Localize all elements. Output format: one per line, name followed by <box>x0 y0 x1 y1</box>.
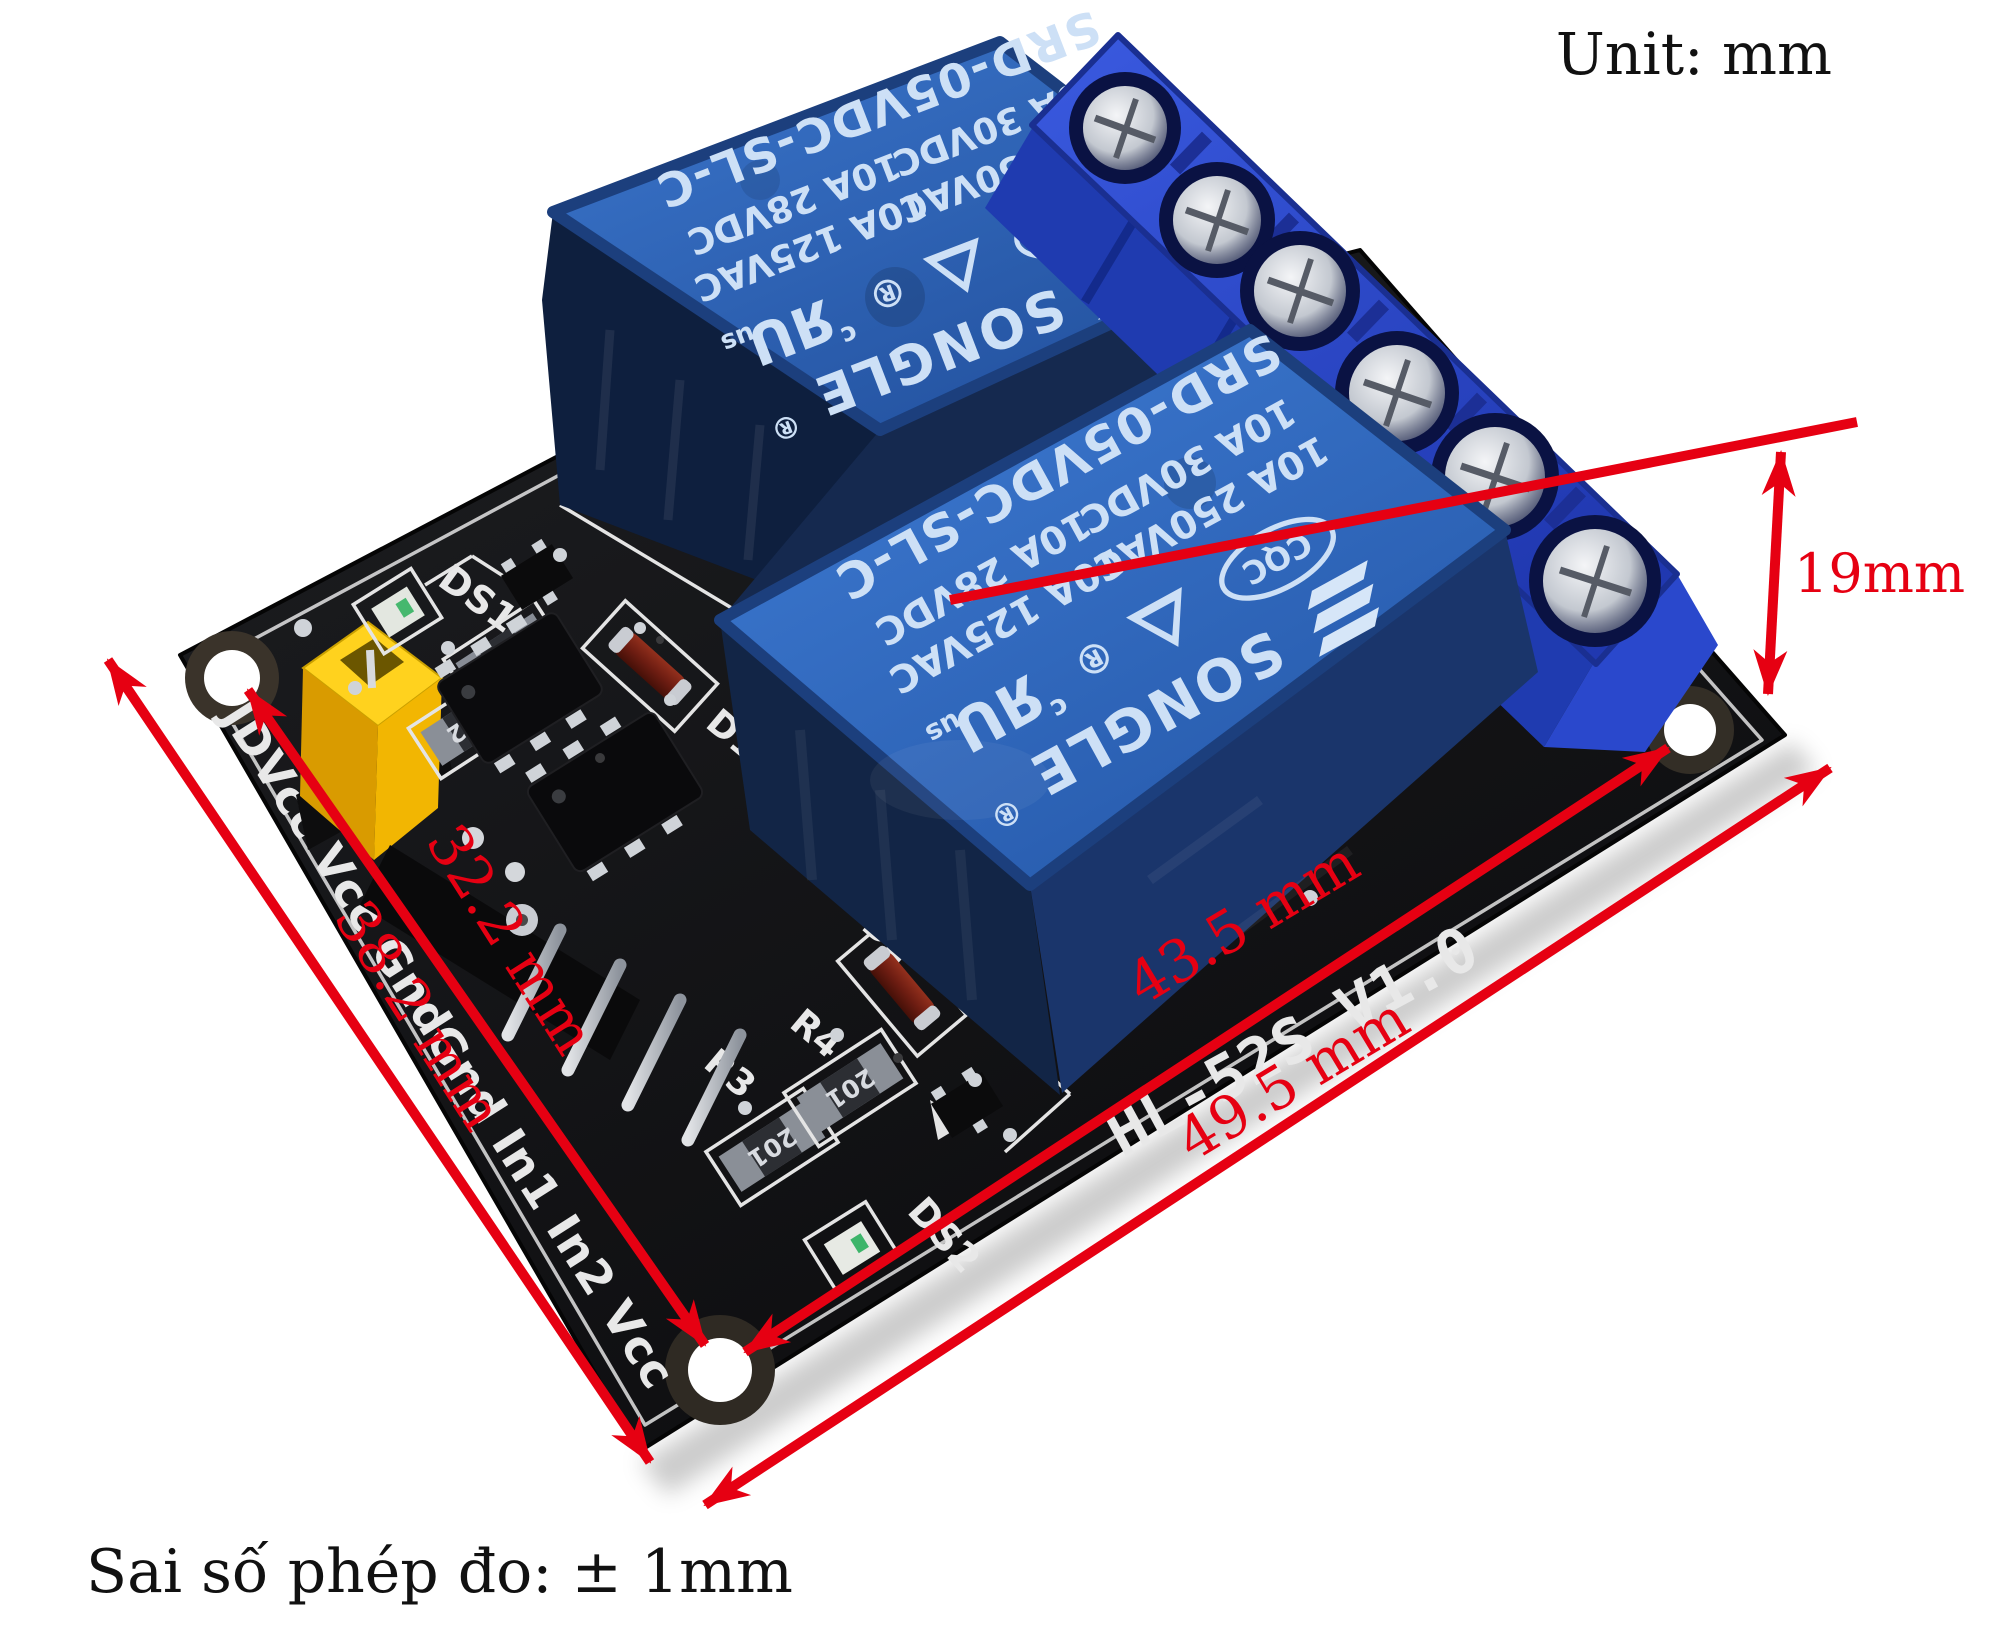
relay1-left-face <box>542 212 880 585</box>
board-width-arrow <box>103 657 655 1465</box>
tolerance-note: Sai số phép đo: ± 1mm <box>86 1537 793 1607</box>
height-dimension-arrow <box>1753 450 1796 696</box>
terminal-end-cap <box>1544 574 1718 752</box>
transistor-1 <box>500 538 574 610</box>
triangle-logo <box>1126 587 1182 647</box>
led-ds1 <box>350 566 445 657</box>
terminal-screw <box>1529 515 1661 647</box>
terminal-screw <box>1069 72 1181 184</box>
terminal-screw <box>1240 231 1360 351</box>
stripes-logo <box>1307 560 1379 657</box>
terminal-screw <box>1159 162 1275 278</box>
board-length-arrow <box>702 763 1833 1510</box>
terminal-screw <box>1335 331 1459 455</box>
unit-label: Unit: mm <box>1556 20 1832 88</box>
relay2-label: SONGLE ® CQC ® c ЯU us 10A 250VAC 10A 12… <box>825 321 1379 837</box>
height-dimension-label: 19mm <box>1794 542 1965 605</box>
ul-logo: c ЯU us <box>717 285 862 377</box>
relay-top-reference-line <box>949 417 1858 605</box>
jumper-pin <box>366 649 376 689</box>
terminal-notches <box>1169 131 1587 530</box>
triangle-logo <box>922 237 979 293</box>
terminal-screws <box>1069 72 1661 647</box>
